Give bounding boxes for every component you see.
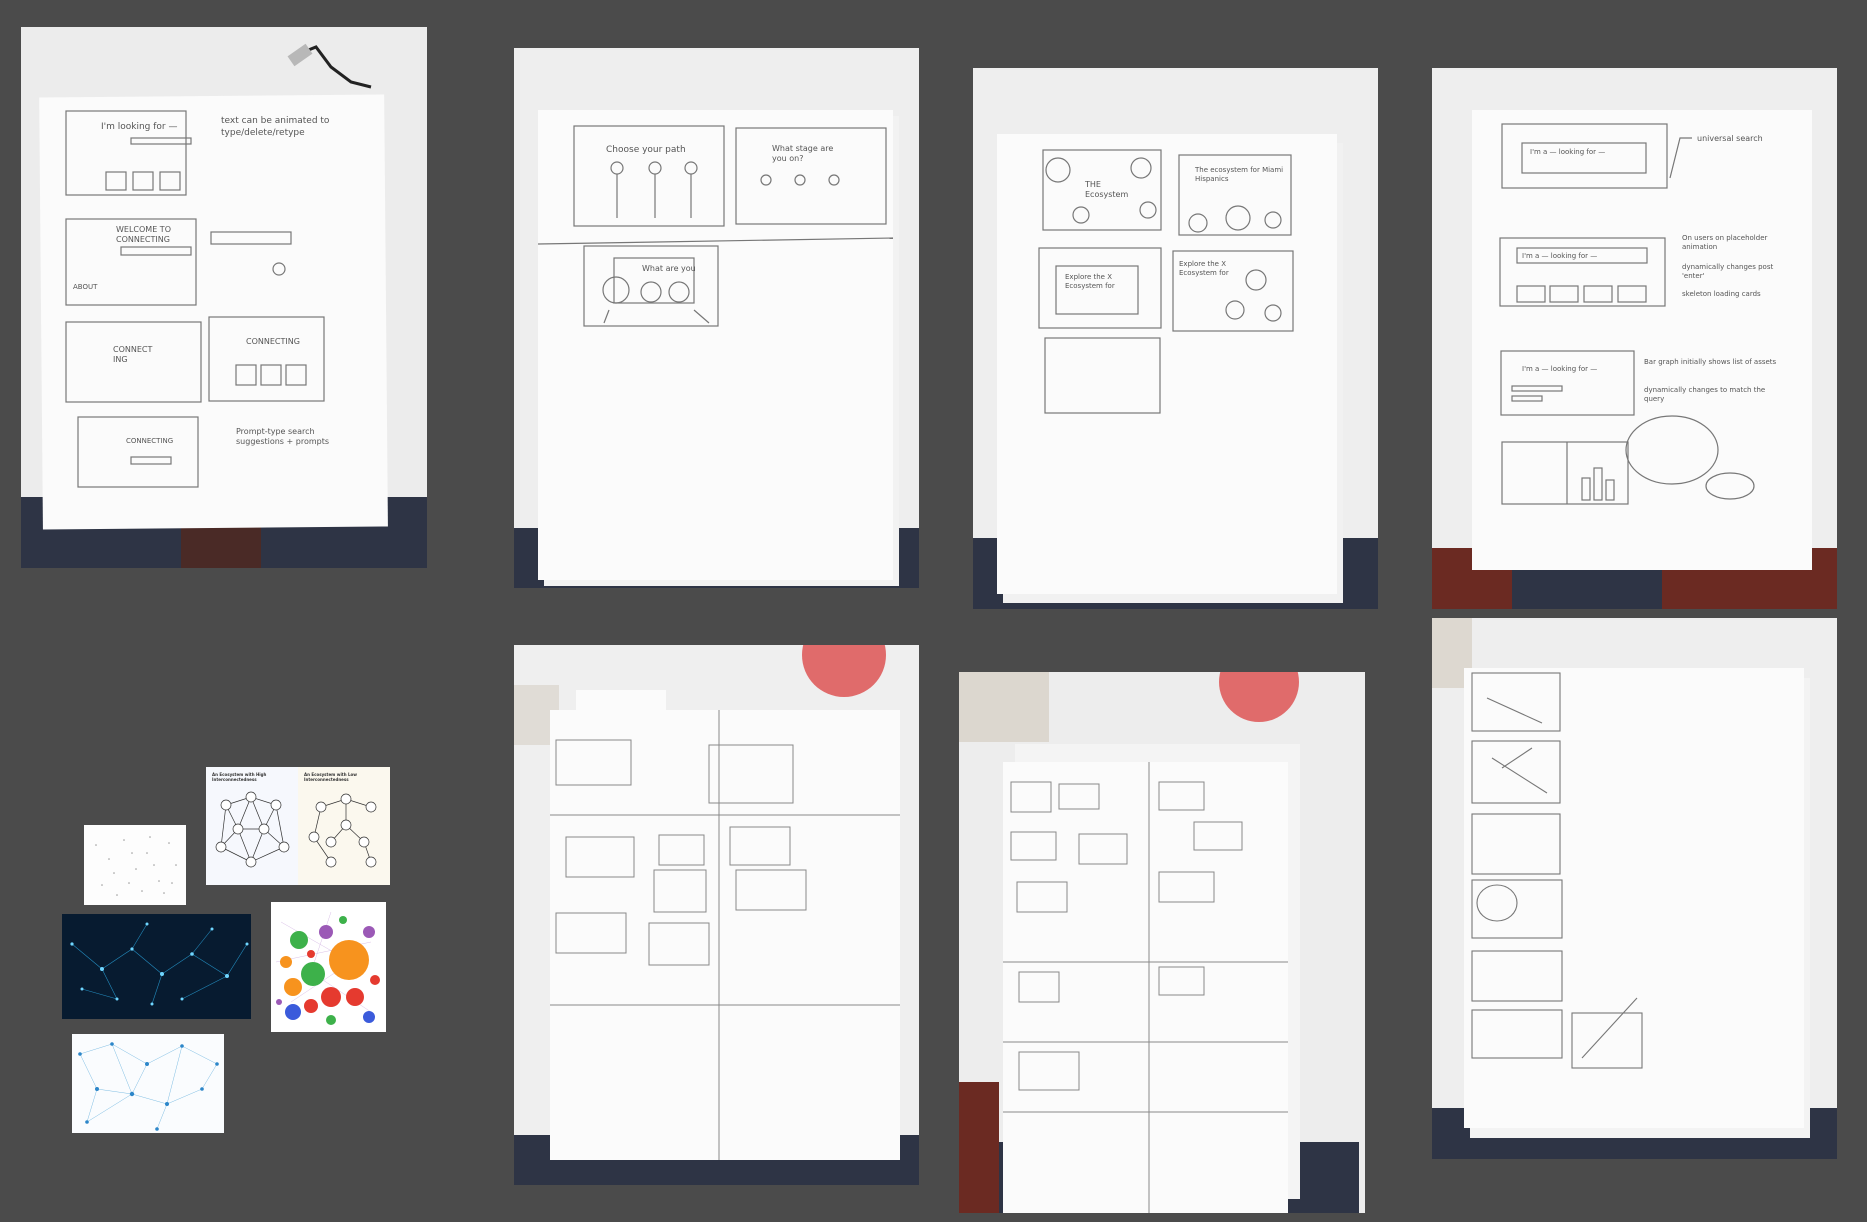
sketch-text-24: dynamically changes to match the query	[1644, 386, 1766, 403]
sketch-text-7: CONNECTING	[126, 437, 174, 445]
sketch-text-17: universal search	[1697, 134, 1763, 143]
sketch-photo-6	[959, 672, 1365, 1213]
thumb-scatter-dots	[84, 825, 186, 905]
sketch-photo-4: I'm a — looking for — universal search I…	[1432, 68, 1837, 609]
sketch-text-6: CONNECTING	[246, 337, 300, 346]
sketch-text-15: Explore the X Ecosystem for	[1179, 260, 1229, 277]
sketch-text-10: What stage are you on?	[772, 144, 834, 163]
thumb-title-low: An Ecosystem with Low Interconnectedness	[304, 772, 357, 782]
sketch-text-3: WELCOME TO CONNECTING	[116, 225, 171, 244]
sketch-text-9: Choose your path	[606, 145, 686, 155]
sketch-text-16: I'm a — looking for —	[1530, 148, 1606, 156]
sketch-photo-2: Choose your path What stage are you on? …	[514, 48, 919, 588]
thumb-bubble-cluster	[271, 902, 386, 1032]
thumb-title-high: An Ecosystem with High Interconnectednes…	[212, 772, 267, 782]
sketch-text-21: skeleton loading cards	[1682, 290, 1761, 298]
sketch-text-11: What are you	[642, 264, 696, 273]
sketch-text-18: I'm a — looking for —	[1522, 252, 1598, 260]
sketch-photo-3: THE Ecosystem The ecosystem for Miami Hi…	[973, 68, 1378, 609]
sketch-text-19: On users on placeholder animation	[1682, 234, 1768, 251]
sketch-text-2: text can be animated to type/delete/rety…	[221, 116, 330, 138]
sketch-photo-5	[514, 645, 919, 1185]
sketch-text-20: dynamically changes post 'enter'	[1682, 263, 1774, 280]
sketch-text-4: ABOUT	[73, 283, 98, 291]
sketch-text-12: THE Ecosystem	[1085, 180, 1129, 199]
sketch-text-22: I'm a — looking for —	[1522, 365, 1598, 373]
sketch-text-8: Prompt-type search suggestions + prompts	[236, 427, 330, 446]
thumb-network-light	[72, 1034, 224, 1133]
sketch-text-5: CONNECT ING	[113, 345, 153, 364]
thumb-ecosystem-comparison: An Ecosystem with High Interconnectednes…	[206, 767, 390, 885]
thumb-network-dark	[62, 914, 251, 1019]
sketch-text-23: Bar graph initially shows list of assets	[1644, 358, 1777, 366]
sketch-photo-7	[1432, 618, 1837, 1159]
sketch-text-1: I'm looking for —	[101, 122, 178, 132]
sketch-photo-1: I'm looking for — text can be animated t…	[21, 27, 427, 568]
sketch-text-13: The ecosystem for Miami Hispanics	[1195, 166, 1284, 183]
sketch-text-14: Explore the X Ecosystem for	[1065, 273, 1115, 290]
